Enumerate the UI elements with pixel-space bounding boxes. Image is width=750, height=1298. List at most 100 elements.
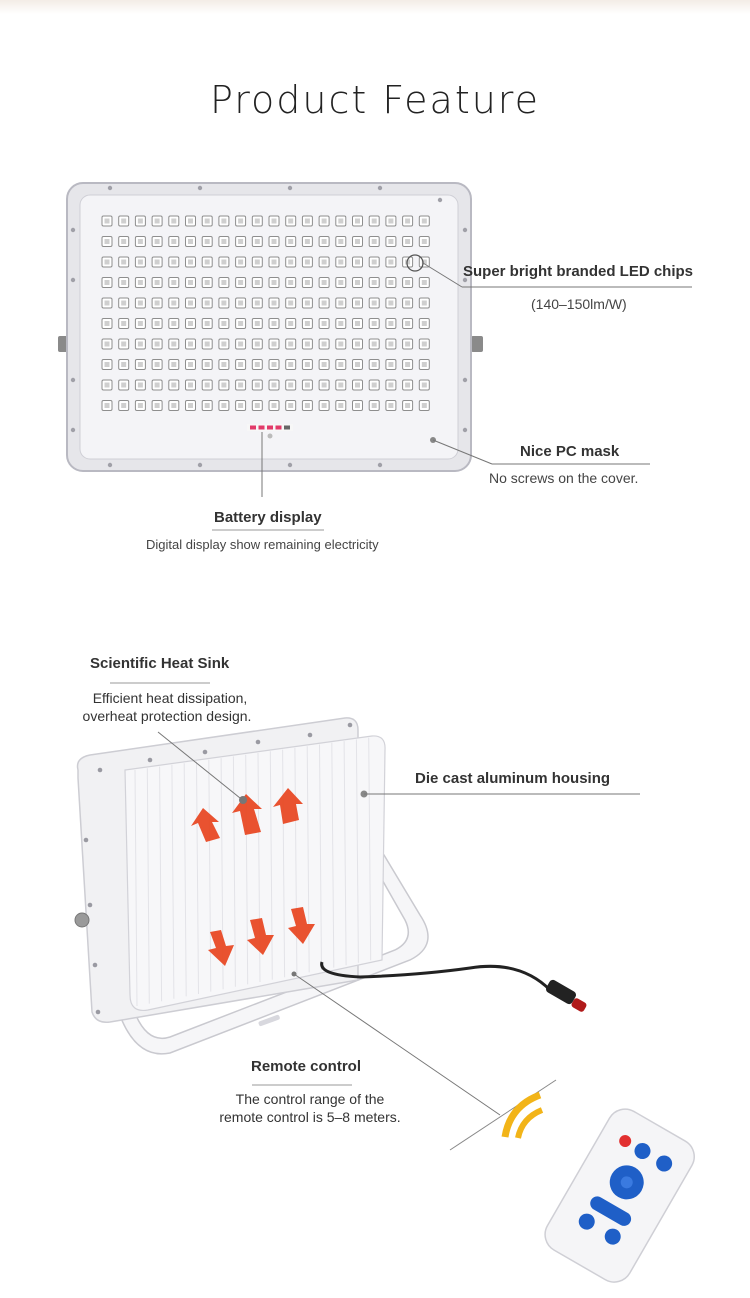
heat-arrow-down-2	[247, 918, 274, 955]
connector-red-tip	[571, 998, 587, 1012]
led-chip-core	[154, 300, 160, 306]
led-chip-core	[171, 403, 177, 408]
led-chip-core	[388, 321, 394, 326]
led-chip-core	[271, 239, 277, 244]
remote-auto-button	[590, 1196, 632, 1226]
heat-sink-fins	[134, 737, 372, 1007]
led-chip-core	[338, 382, 344, 388]
led-chip-core	[355, 280, 360, 285]
floodlight-front-illustration	[58, 182, 692, 531]
led-chip-core	[137, 280, 143, 285]
heat-sink-fin	[220, 758, 224, 990]
led-chip-core	[371, 403, 377, 408]
battery-segment	[275, 425, 282, 430]
led-chip-core	[388, 382, 394, 388]
led-chip-core	[188, 341, 193, 347]
led-chip-core	[321, 382, 327, 388]
led-chip-core	[321, 341, 327, 347]
page-title: Product Feature	[210, 78, 540, 122]
led-chip-core	[355, 321, 360, 326]
frame-screw	[70, 377, 76, 383]
led-chip-core	[204, 280, 210, 285]
led-chip-core	[304, 280, 310, 285]
housing-label: Die cast aluminum housing	[415, 770, 611, 787]
led-chip-core	[271, 362, 277, 367]
frame-screws	[70, 185, 468, 468]
led-chip-core	[171, 218, 177, 224]
led-chip-core	[171, 280, 177, 285]
housing-callout-dot	[360, 790, 368, 798]
led-chip-core	[271, 300, 277, 306]
led-chip-core	[171, 239, 177, 244]
led-chip-core	[121, 382, 127, 388]
led-chip-core	[171, 341, 177, 347]
mount-bracket	[117, 853, 429, 1055]
led-chip-core	[271, 382, 277, 388]
led-chip-core	[104, 218, 110, 224]
led-chip-core	[338, 218, 344, 224]
led-chip-core	[355, 362, 360, 367]
led-chip-core	[271, 321, 277, 326]
led-chip-core	[288, 259, 294, 265]
led-chip-core	[288, 382, 294, 388]
led-chip-core	[137, 403, 143, 408]
heat-arrows-up	[191, 788, 303, 842]
led-chip-core	[221, 341, 227, 347]
led-chip-core	[137, 218, 143, 224]
led-chip-grid	[101, 215, 430, 411]
led-chip-core	[388, 362, 394, 367]
led-chip-core	[254, 382, 260, 388]
led-chip-core	[154, 382, 160, 388]
led-chip-core	[204, 218, 210, 224]
housing-screw	[307, 732, 313, 738]
heatsink-callout-line	[157, 731, 241, 799]
display-sensor	[267, 433, 273, 439]
led-chip-core	[171, 382, 177, 388]
led-chip-core	[104, 280, 110, 285]
led-chip-core	[421, 218, 427, 224]
led-chip-core	[421, 403, 427, 408]
led-chip-core	[388, 300, 394, 306]
led-chip-core	[121, 321, 127, 326]
led-chip-core	[288, 341, 294, 347]
led-chip-core	[271, 341, 277, 347]
led-chip-core	[121, 218, 127, 224]
remote-control	[544, 1108, 695, 1283]
battery-display-description: Digital display show remaining electrici…	[146, 537, 379, 552]
led-chip-core	[188, 300, 193, 306]
led-chip-core	[154, 239, 160, 244]
led-chip-core	[154, 321, 160, 326]
led-chip-core	[204, 341, 210, 347]
remote-1h-button	[656, 1155, 673, 1172]
led-chip-core	[221, 362, 227, 367]
heat-sink-fin	[294, 747, 298, 975]
led-chip-core	[121, 280, 127, 285]
heat-sink-fin	[319, 744, 322, 971]
housing-backplate	[76, 717, 359, 1024]
led-chip-core	[421, 259, 427, 265]
led-chip-core	[221, 239, 227, 244]
led-chip-core	[238, 259, 244, 265]
led-chip-core	[204, 403, 210, 408]
heat-sink-description-line2: overheat protection design.	[82, 708, 252, 724]
led-chip-core	[137, 300, 143, 306]
signal-arc-outer	[501, 1091, 542, 1138]
led-chip-core	[371, 300, 377, 306]
side-mount-knob	[74, 912, 90, 928]
led-chip-core	[338, 300, 344, 306]
led-chip-core	[421, 321, 427, 326]
led-chip-core	[405, 382, 411, 388]
heat-sink-fin	[134, 769, 138, 1007]
heat-sink-fin	[208, 759, 212, 992]
led-chip-core	[137, 382, 143, 388]
led-chip-core	[221, 321, 227, 326]
led-chip-core	[338, 321, 344, 326]
led-chip-core	[254, 239, 260, 244]
led-chip-core	[121, 300, 127, 306]
led-chip-core	[371, 259, 377, 265]
led-chip-core	[304, 403, 310, 408]
led-chip-core	[271, 403, 277, 408]
led-chip-core	[188, 218, 193, 224]
power-cable	[320, 961, 552, 992]
battery-segment	[267, 425, 273, 430]
